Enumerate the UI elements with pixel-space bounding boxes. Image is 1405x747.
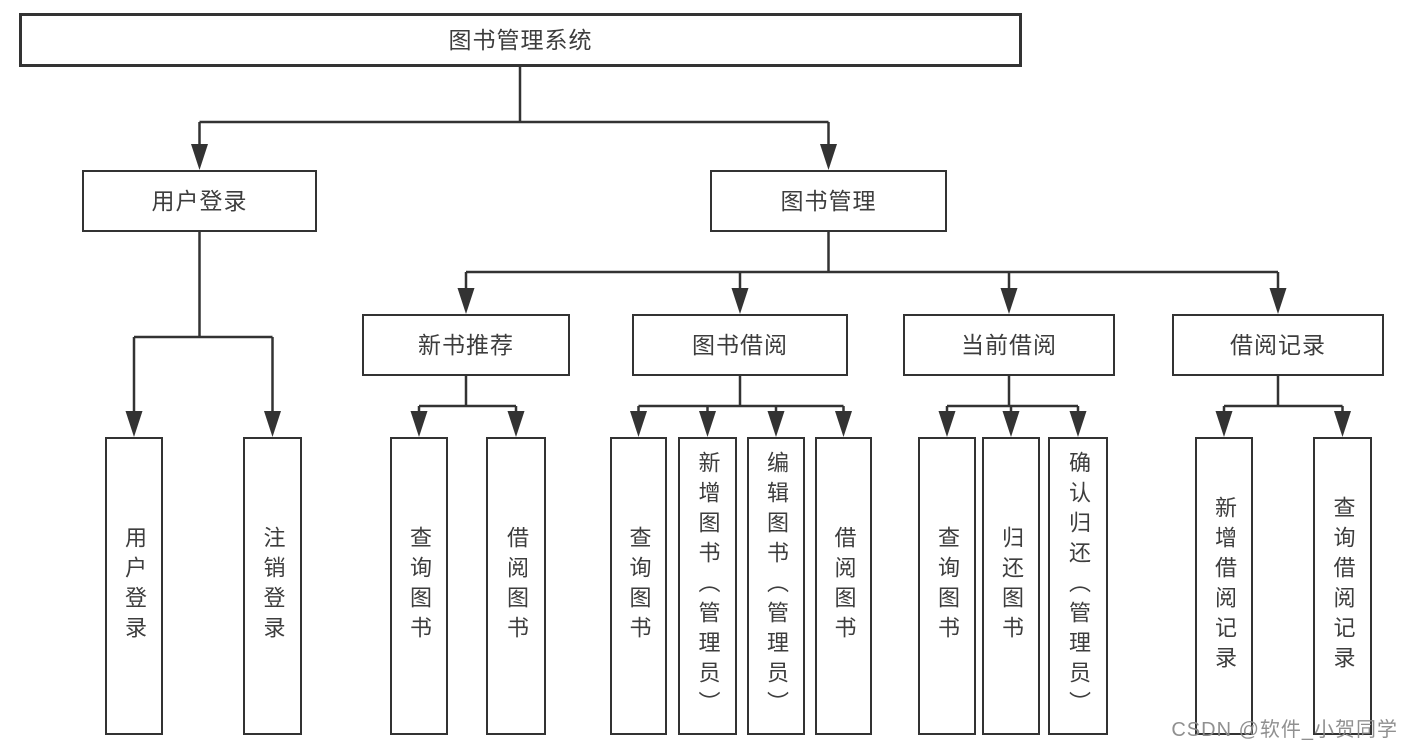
leaf-add-books-admin: 新增图书（管理员） — [678, 437, 737, 735]
node-borrowing-records-label: 借阅记录 — [1230, 331, 1326, 358]
connector-current-borrowing-to-leaves — [938, 376, 1087, 437]
leaf-add-books-admin-label: 新增图书（管理员） — [695, 451, 721, 721]
leaf-user-login: 用户登录 — [105, 437, 163, 735]
leaf-confirm-return-admin: 确认归还（管理员） — [1048, 437, 1108, 735]
leaf-logout: 注销登录 — [243, 437, 302, 735]
leaf-add-borrow-record: 新增借阅记录 — [1195, 437, 1253, 735]
leaf-edit-books-admin: 编辑图书（管理员） — [747, 437, 805, 735]
connector-borrowing-records-to-leaves — [1215, 376, 1351, 437]
leaf-borrow-books-recommend: 借阅图书 — [486, 437, 546, 735]
leaf-return-books-label: 归还图书 — [999, 526, 1024, 646]
leaf-query-books-recommend: 查询图书 — [390, 437, 448, 735]
node-book-management-label: 图书管理 — [780, 187, 877, 214]
leaf-user-login-label: 用户登录 — [122, 526, 147, 646]
leaf-query-borrow-record: 查询借阅记录 — [1313, 437, 1372, 735]
node-current-borrowing-label: 当前借阅 — [961, 331, 1057, 358]
leaf-query-books-current: 查询图书 — [918, 437, 976, 735]
connector-user-login-to-leaves — [125, 232, 281, 437]
leaf-query-books-borrowing-label: 查询图书 — [626, 526, 652, 646]
node-book-borrowing-label: 图书借阅 — [692, 331, 788, 358]
node-user-login: 用户登录 — [82, 170, 317, 232]
leaf-query-books-current-label: 查询图书 — [935, 526, 960, 646]
leaf-return-books: 归还图书 — [982, 437, 1040, 735]
leaf-borrow-books-recommend-label: 借阅图书 — [504, 526, 529, 646]
leaf-query-books-recommend-label: 查询图书 — [407, 526, 432, 646]
node-new-book-recommend: 新书推荐 — [362, 314, 570, 376]
node-root: 图书管理系统 — [19, 13, 1022, 67]
leaf-add-borrow-record-label: 新增借阅记录 — [1212, 496, 1237, 676]
node-book-management: 图书管理 — [710, 170, 947, 232]
node-new-book-recommend-label: 新书推荐 — [418, 331, 514, 358]
leaf-borrow-books: 借阅图书 — [815, 437, 872, 735]
node-book-borrowing: 图书借阅 — [632, 314, 848, 376]
node-borrowing-records: 借阅记录 — [1172, 314, 1384, 376]
connector-root-to-level2 — [191, 67, 837, 170]
node-current-borrowing: 当前借阅 — [903, 314, 1115, 376]
connector-book-borrowing-to-leaves — [630, 376, 852, 437]
leaf-query-borrow-record-label: 查询借阅记录 — [1330, 496, 1356, 676]
leaf-confirm-return-admin-label: 确认归还（管理员） — [1066, 451, 1091, 721]
leaf-query-books-borrowing: 查询图书 — [610, 437, 667, 735]
connector-book-management-to-level3 — [457, 232, 1287, 314]
leaf-borrow-books-label: 借阅图书 — [831, 526, 857, 646]
watermark: CSDN @软件_小贺同学 — [1171, 719, 1398, 741]
node-root-label: 图书管理系统 — [448, 26, 593, 53]
node-user-login-label: 用户登录 — [151, 187, 248, 214]
leaf-logout-label: 注销登录 — [260, 526, 286, 646]
leaf-edit-books-admin-label: 编辑图书（管理员） — [764, 451, 789, 721]
connector-new-book-recommend-to-leaves — [410, 376, 525, 437]
